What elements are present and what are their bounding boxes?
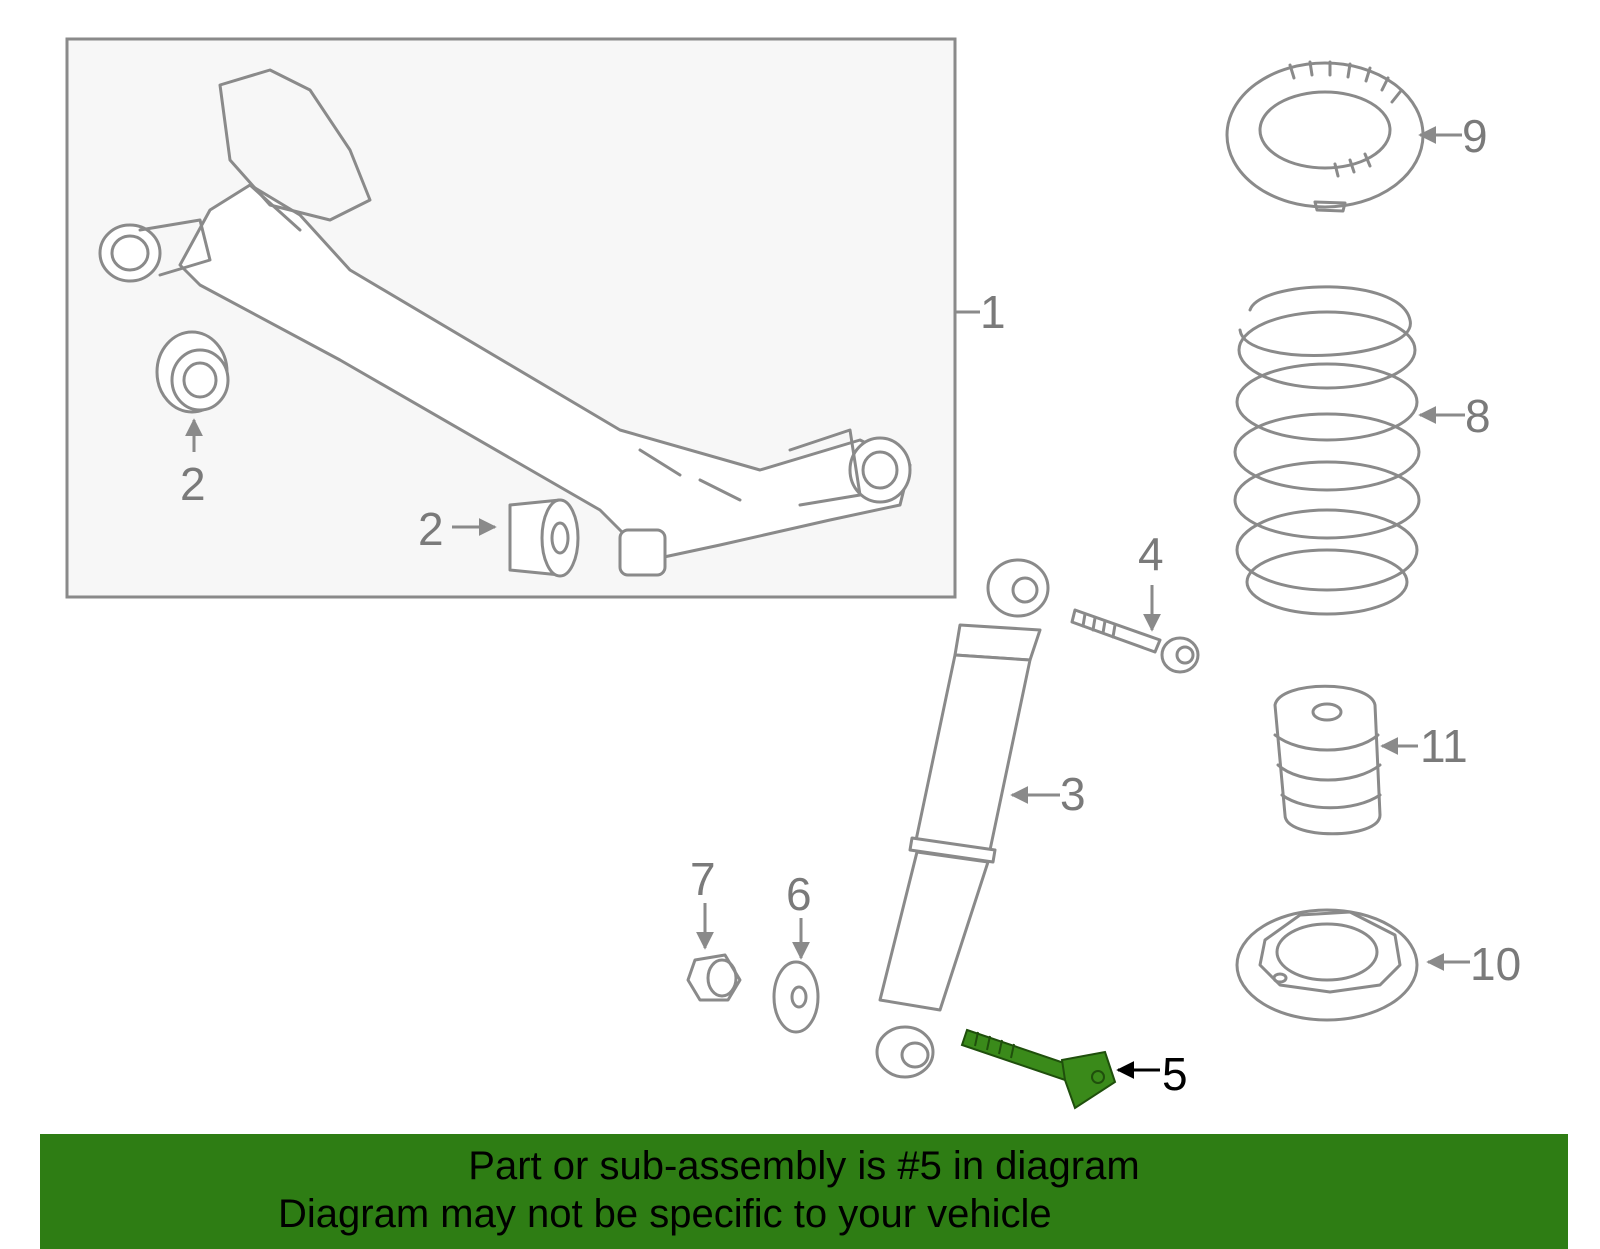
callout-8: 8 (1465, 390, 1491, 442)
upper-spring-seat (1225, 60, 1425, 213)
bushing-2b (508, 498, 580, 578)
callout-11: 11 (1420, 720, 1468, 772)
callout-7: 7 (690, 853, 716, 905)
callout-2a: 2 (180, 458, 206, 510)
callout-2b: 2 (418, 503, 444, 555)
upper-bolt (1070, 608, 1200, 674)
callout-9: 9 (1462, 110, 1488, 162)
nut (686, 953, 742, 1002)
callout-10: 10 (1470, 938, 1521, 990)
rear-axle-beam (98, 68, 912, 577)
lower-spring-seat (1235, 908, 1419, 1022)
callout-6: 6 (786, 868, 812, 920)
banner-line-part: Part or sub-assembly is #5 in diagram (468, 1144, 1140, 1188)
washer (772, 960, 820, 1034)
callout-4: 4 (1138, 528, 1164, 580)
bump-stop (1273, 684, 1382, 836)
coil-spring (1233, 285, 1421, 616)
callout-3: 3 (1060, 768, 1086, 820)
bushing-2a (155, 330, 230, 414)
callout-1: 1 (980, 286, 1006, 338)
shock-absorber (875, 558, 1050, 1079)
lower-bolt-highlighted[interactable] (960, 1028, 1117, 1110)
info-banner: Part or sub-assembly is #5 in diagram Di… (40, 1134, 1568, 1249)
banner-line-disclaimer: Diagram may not be specific to your vehi… (278, 1192, 1052, 1236)
callout-5[interactable]: 5 (1162, 1048, 1188, 1100)
